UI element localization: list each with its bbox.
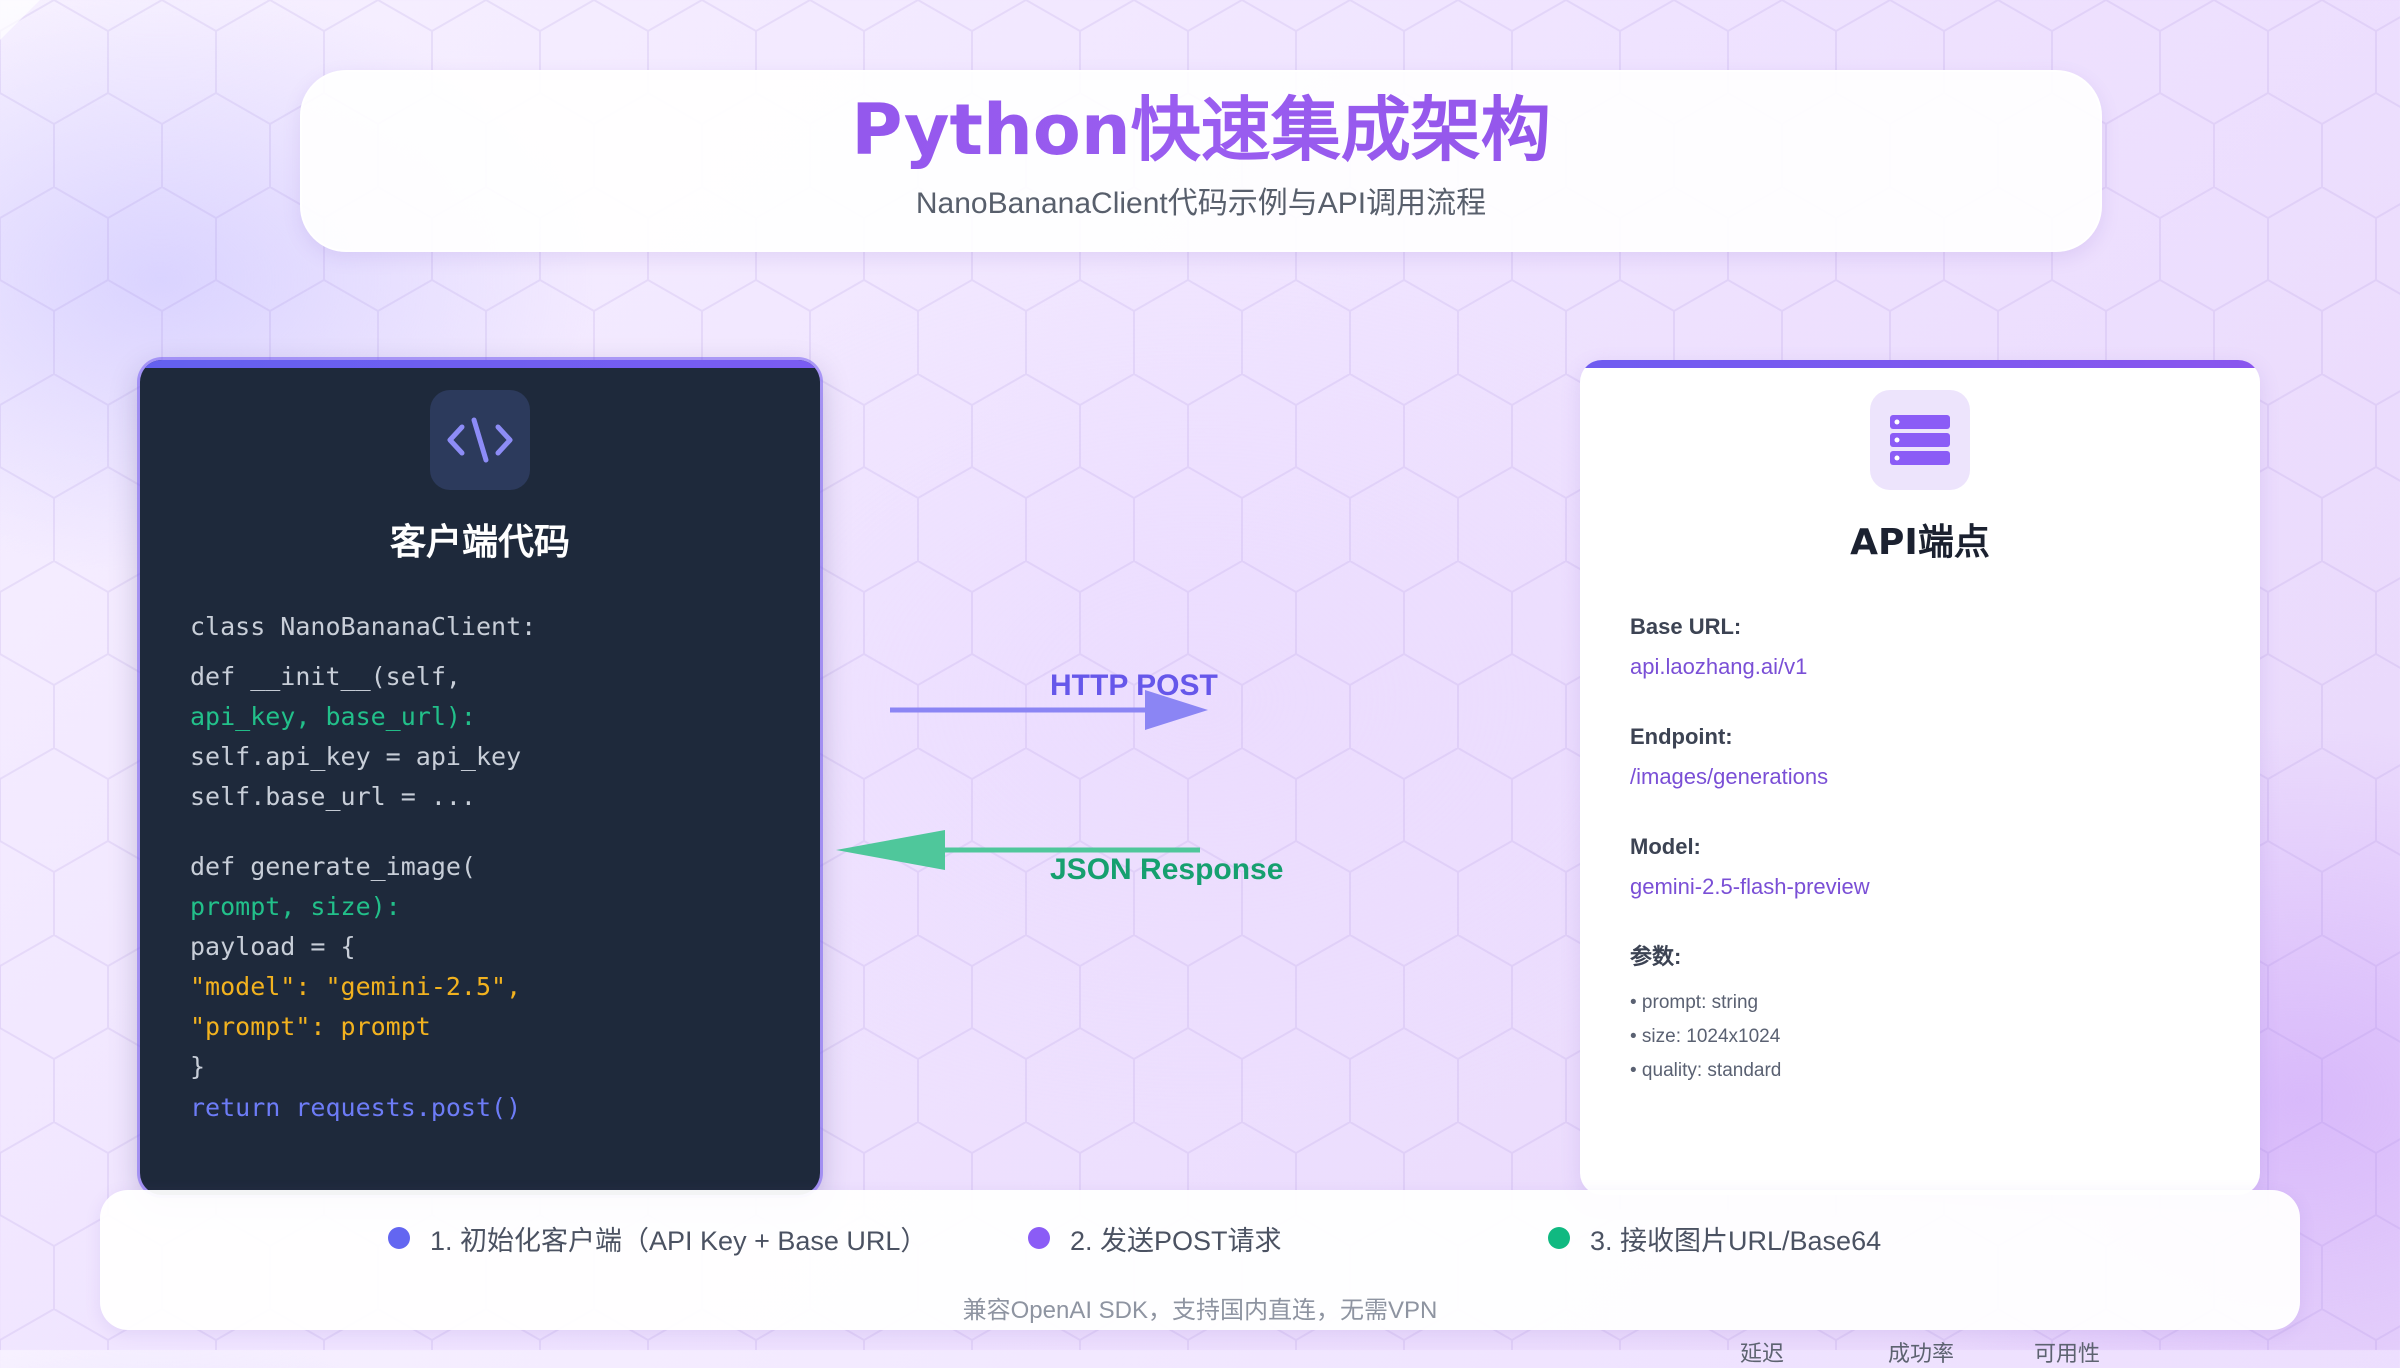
code-line: def __init__(self, — [190, 662, 461, 691]
api-card-accent-bar — [1580, 360, 2260, 368]
step-1: 1. 初始化客户端（API Key + Base URL） — [388, 1218, 927, 1258]
param-item: • size: 1024x1024 — [1630, 1026, 1781, 1047]
api-card-title: API端点 — [1850, 522, 1990, 563]
base-url-value: api.laozhang.ai/v1 — [1630, 654, 1808, 679]
metric-success-rate-label: 成功率 — [1888, 1342, 1955, 1367]
http-post-label: HTTP POST — [1050, 669, 1218, 702]
server-icon — [1870, 390, 1970, 490]
page-subtitle: NanoBananaClient代码示例与API调用流程 — [915, 187, 1487, 220]
step-2-label: 2. 发送POST请求 — [1070, 1225, 1282, 1256]
steps-panel: 1. 初始化客户端（API Key + Base URL） 2. 发送POST请… — [100, 1190, 2300, 1330]
client-code-card: 客户端代码 class NanoBananaClient: def __init… — [140, 360, 820, 1195]
metric-availability-label: 可用性 — [2034, 1342, 2101, 1367]
metric-latency-label: 延迟 — [1740, 1342, 1785, 1367]
client-card-accent-bar — [140, 360, 820, 368]
model-value: gemini-2.5-flash-preview — [1630, 874, 1870, 899]
page-title: Python快速集成架构 — [302, 80, 2100, 180]
step-3-dot — [1548, 1227, 1570, 1249]
api-endpoint-card: API端点 Base URL: api.laozhang.ai/v1 Endpo… — [1580, 360, 2260, 1195]
code-line: class NanoBananaClient: — [190, 612, 537, 641]
code-line: payload = { — [190, 932, 356, 961]
code-line: "model": "gemini-2.5", — [190, 972, 522, 1001]
endpoint-label: Endpoint: — [1630, 724, 1733, 749]
code-line: api_key, base_url): — [190, 702, 476, 731]
code-line: self.api_key = api_key — [190, 742, 522, 771]
param-item: • quality: standard — [1630, 1060, 1782, 1081]
code-line: def generate_image( — [190, 852, 476, 881]
client-card-title: 客户端代码 — [389, 522, 570, 563]
step-2-dot — [1028, 1227, 1050, 1249]
base-url-label: Base URL: — [1630, 614, 1742, 639]
step-2: 2. 发送POST请求 — [1028, 1218, 1282, 1258]
step-3-label: 3. 接收图片URL/Base64 — [1590, 1225, 1882, 1256]
endpoint-value: /images/generations — [1630, 764, 1829, 789]
code-line: return requests.post() — [190, 1093, 522, 1122]
model-label: Model: — [1630, 834, 1701, 859]
step-1-label: 1. 初始化客户端（API Key + Base URL） — [430, 1225, 928, 1256]
code-line: prompt, size): — [190, 892, 401, 921]
code-icon — [430, 390, 530, 490]
params-label: 参数: — [1630, 944, 1682, 969]
step-3: 3. 接收图片URL/Base64 — [1548, 1218, 1881, 1258]
json-response-label: JSON Response — [1050, 853, 1284, 886]
flow-arrows — [836, 690, 1208, 870]
code-line: "prompt": prompt — [190, 1012, 431, 1041]
param-item: • prompt: string — [1630, 992, 1759, 1013]
header-card: Python快速集成架构 NanoBananaClient代码示例与API调用流… — [300, 70, 2102, 252]
step-1-dot — [388, 1227, 410, 1249]
code-line: } — [190, 1052, 206, 1081]
code-line: self.base_url = ... — [190, 782, 476, 811]
response-arrow — [836, 830, 1200, 870]
request-arrow — [890, 690, 1208, 730]
compatibility-note: 兼容OpenAI SDK，支持国内直连，无需VPN — [962, 1297, 1438, 1324]
